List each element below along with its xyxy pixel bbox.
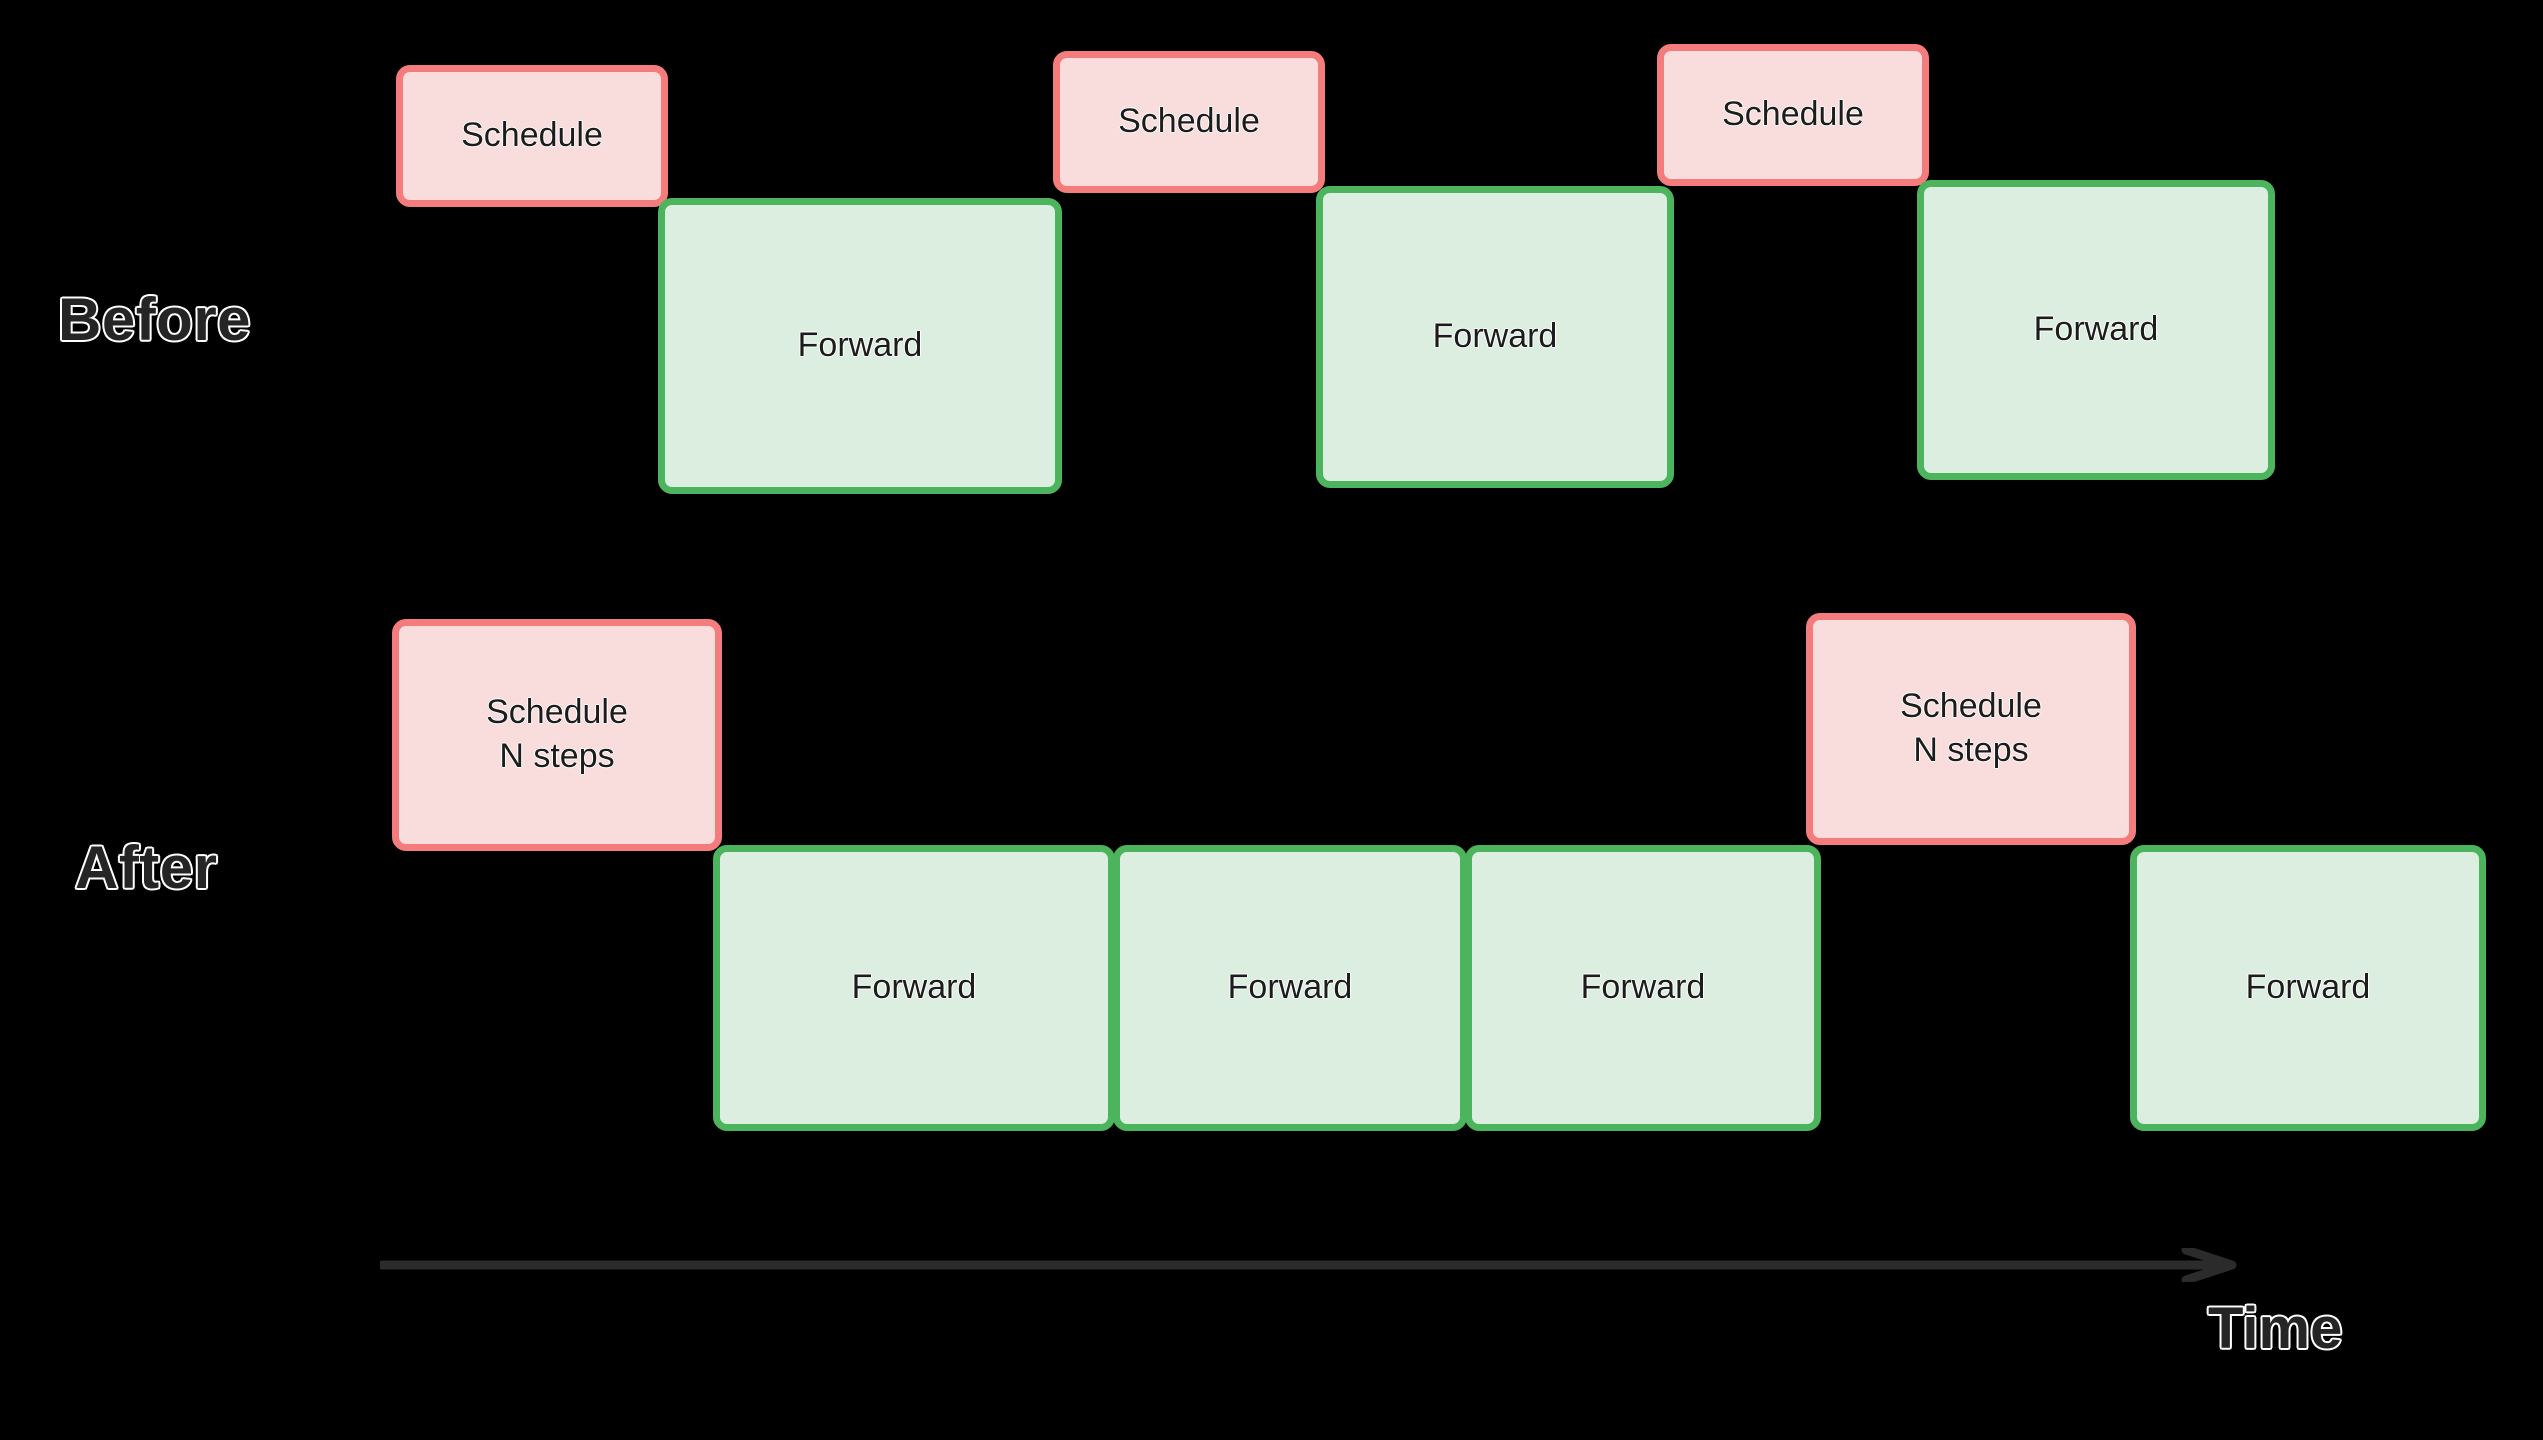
row-label-before: Before [57,285,252,355]
before-schedule-block-2: Schedule [1053,51,1325,193]
time-arrow-icon [380,1248,2237,1282]
before-forward-block-1: Forward [658,198,1062,494]
time-axis-label: Time [2207,1295,2344,1363]
before-forward-block-2: Forward [1316,186,1674,488]
row-label-after: After [74,833,219,903]
time-axis [380,1248,2250,1282]
before-forward-block-3: Forward [1917,180,2275,480]
after-forward-block-1: Forward [713,845,1115,1131]
after-forward-block-4: Forward [2130,845,2486,1131]
after-forward-block-2: Forward [1113,845,1467,1131]
after-schedule-block-2: Schedule N steps [1806,613,2136,845]
before-schedule-block-3: Schedule [1657,44,1929,186]
after-schedule-block-1: Schedule N steps [392,619,722,851]
after-forward-block-3: Forward [1465,845,1821,1131]
before-schedule-block-1: Schedule [396,65,668,207]
